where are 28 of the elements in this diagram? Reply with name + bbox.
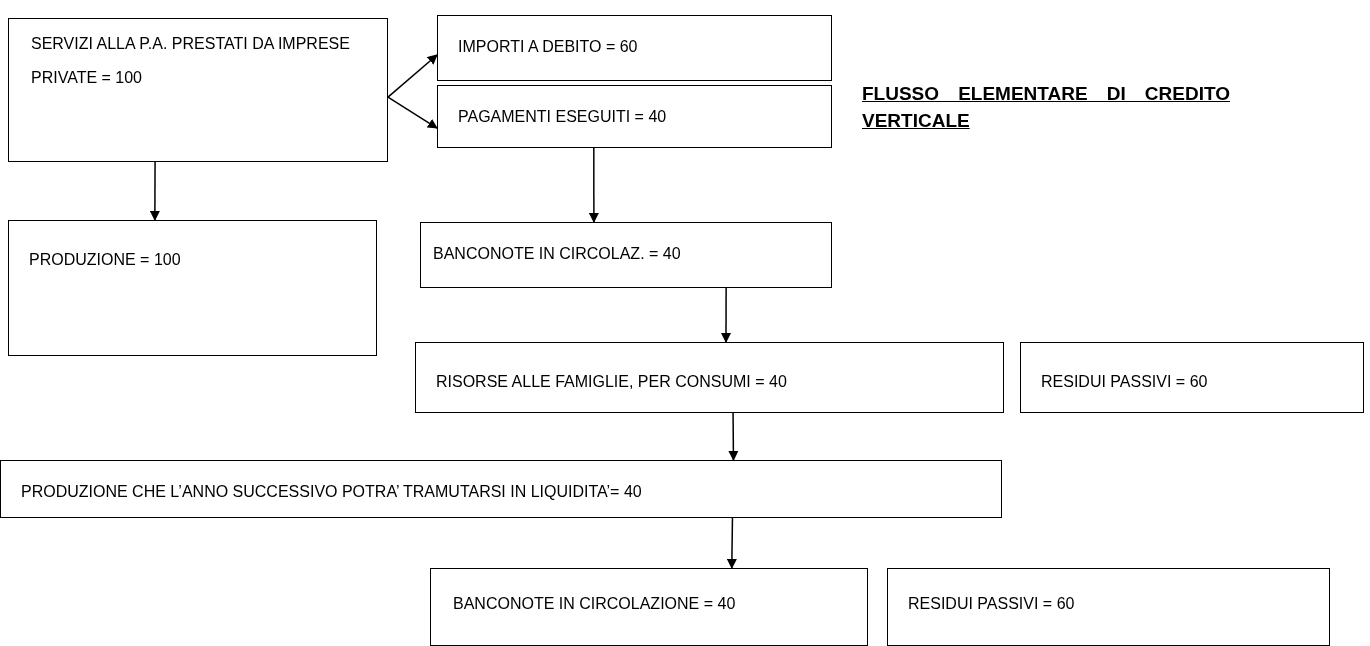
arrow bbox=[387, 96, 438, 129]
process-box bbox=[415, 342, 1004, 413]
process-box bbox=[437, 85, 832, 148]
process-box bbox=[8, 18, 388, 162]
box-label: PRODUZIONE = 100 bbox=[29, 250, 182, 270]
diagram-title: FLUSSO ELEMENTARE DI CREDITO VERTICALE bbox=[862, 82, 1230, 133]
box-label: RESIDUI PASSIVI = 60 bbox=[908, 594, 1076, 614]
process-box bbox=[1020, 342, 1364, 413]
box-label: PRODUZIONE CHE L’ANNO SUCCESSIVO POTRA’ TRAMUTARSI IN LIQUIDITA’= 40 bbox=[21, 482, 643, 502]
process-box bbox=[887, 568, 1330, 646]
process-box bbox=[8, 220, 377, 356]
process-box bbox=[430, 568, 868, 646]
box-label: RESIDUI PASSIVI = 60 bbox=[1041, 372, 1209, 392]
process-box bbox=[420, 222, 832, 288]
arrow bbox=[721, 287, 731, 343]
arrow bbox=[588, 147, 599, 223]
box-label: RISORSE ALLE FAMIGLIE, PER CONSUMI = 40 bbox=[436, 372, 788, 392]
arrow bbox=[726, 517, 737, 569]
box-label: PAGAMENTI ESEGUITI = 40 bbox=[458, 107, 668, 127]
box-label: IMPORTI A DEBITO = 60 bbox=[458, 37, 639, 57]
arrow bbox=[728, 412, 739, 461]
box-label: SERVIZI ALLA P.A. PRESTATI DA IMPRESE PRIVATE = 100 bbox=[31, 34, 351, 88]
box-label: BANCONOTE IN CIRCOLAZIONE = 40 bbox=[453, 594, 737, 614]
process-box bbox=[0, 460, 1002, 518]
arrow bbox=[387, 54, 438, 98]
process-box bbox=[437, 15, 832, 81]
arrow bbox=[149, 161, 160, 221]
box-label: BANCONOTE IN CIRCOLAZ. = 40 bbox=[433, 244, 682, 264]
